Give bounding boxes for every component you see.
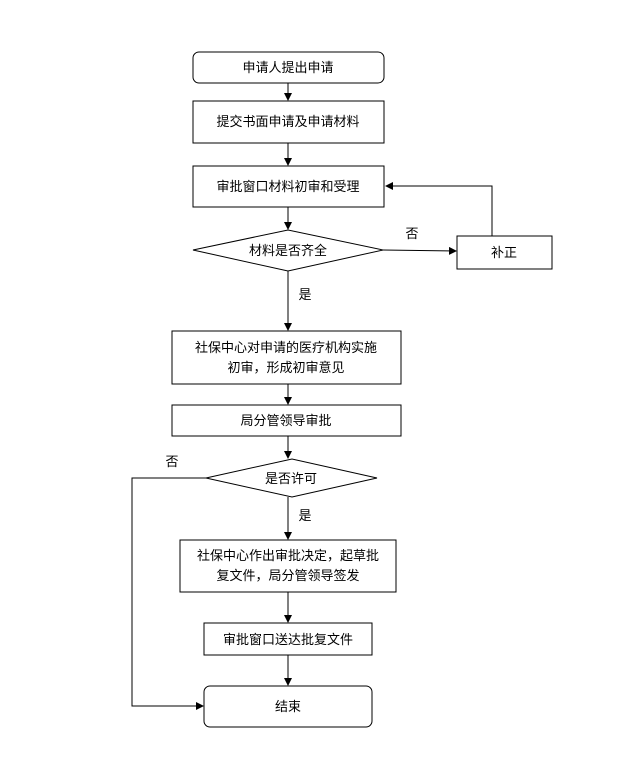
decision-node <box>179 539 397 593</box>
deliver-node <box>203 622 373 656</box>
complete-check-label: 材料是否齐全 <box>249 243 327 259</box>
decision-label-line2: 复文件，局分管领导签发 <box>216 568 359 584</box>
arrow-complete-no <box>382 246 457 255</box>
leader-approve-label: 局分管领导审批 <box>240 414 331 429</box>
permit-check-label: 是否许可 <box>265 472 317 487</box>
submit-label: 提交书面申请及申请材料 <box>216 114 359 130</box>
decision-label-line1: 社保中心作出审批决定，起草批 <box>197 548 379 564</box>
center-review-node <box>171 330 402 385</box>
permit-yes-label: 是 <box>298 509 311 524</box>
review-label: 审批窗口材料初审和受理 <box>216 179 359 195</box>
complete-yes-label: 是 <box>298 288 311 303</box>
arrow-permit-no <box>131 477 206 710</box>
start-label: 申请人提出申请 <box>242 60 333 76</box>
leader-approve-node <box>171 404 402 437</box>
permit-check-decision <box>205 458 378 498</box>
complete-no-label: 否 <box>405 227 418 242</box>
end-node <box>203 685 373 728</box>
arrow-supplement-review <box>385 182 493 236</box>
deliver-label: 审批窗口送达批复文件 <box>223 632 353 648</box>
center-review-label-line1: 社保中心对申请的医疗机构实施 <box>195 340 377 356</box>
supplement-label: 补正 <box>491 246 517 261</box>
center-review-label-line2: 初审，形成初审意见 <box>227 360 344 376</box>
supplement-node <box>456 235 553 270</box>
permit-no-label: 否 <box>165 455 178 470</box>
end-label: 结束 <box>275 700 301 715</box>
submit-node <box>192 100 385 144</box>
